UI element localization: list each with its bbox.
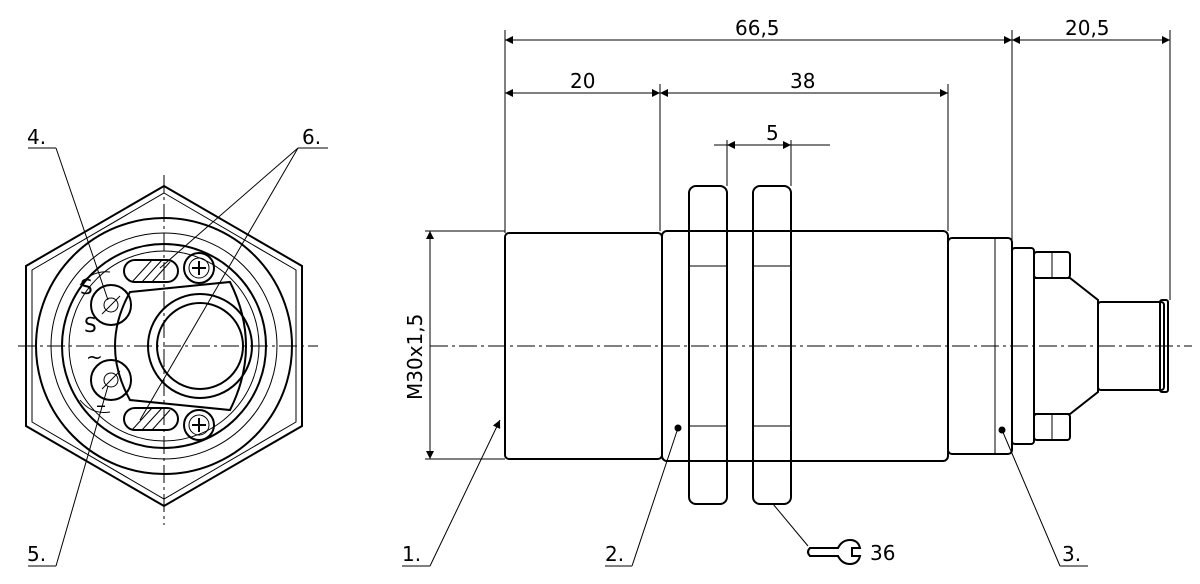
dimension-front-length: 20: [570, 69, 595, 93]
label-item-5: 5.: [27, 542, 46, 566]
label-item-6: 6.: [302, 125, 321, 149]
m12-connector: [1097, 301, 1165, 391]
potentiometer-mode: [79, 359, 132, 413]
mounting-slot-bottom: [123, 407, 179, 431]
dimension-overall-length: 66,5: [735, 16, 780, 40]
rear-view: S S ~ – 4. 5. 6.: [18, 125, 328, 567]
lock-nut-1: [688, 185, 728, 505]
tilde-mark: ~: [86, 345, 103, 369]
dimension-thread: M30x1,5: [403, 314, 427, 400]
s-small-mark: S: [84, 313, 97, 337]
dimension-nut-thickness: 5: [766, 121, 779, 145]
screw-icon: [183, 252, 215, 284]
potentiometer-sensitivity: [79, 271, 132, 326]
wrench-icon: [807, 538, 862, 566]
wrench-size: 36: [870, 541, 895, 565]
s-mark: S: [80, 275, 93, 299]
lock-nut-2: [752, 185, 792, 505]
dimension-connector-length: 20,5: [1065, 16, 1110, 40]
screw-icon: [183, 409, 215, 441]
label-item-3: 3.: [1062, 542, 1081, 566]
label-item-2: 2.: [605, 542, 624, 566]
hex-nut-outline: [25, 184, 303, 508]
dimension-body-length: 38: [790, 69, 815, 93]
label-item-4: 4.: [27, 125, 46, 149]
minus-mark: –: [96, 393, 106, 417]
connector-socket: [147, 293, 253, 399]
side-view: M30x1,5 66,5 20,5 20 38 5 1. 2.: [402, 16, 1192, 567]
mounting-slot-top: [123, 259, 179, 283]
label-item-1: 1.: [402, 542, 421, 566]
